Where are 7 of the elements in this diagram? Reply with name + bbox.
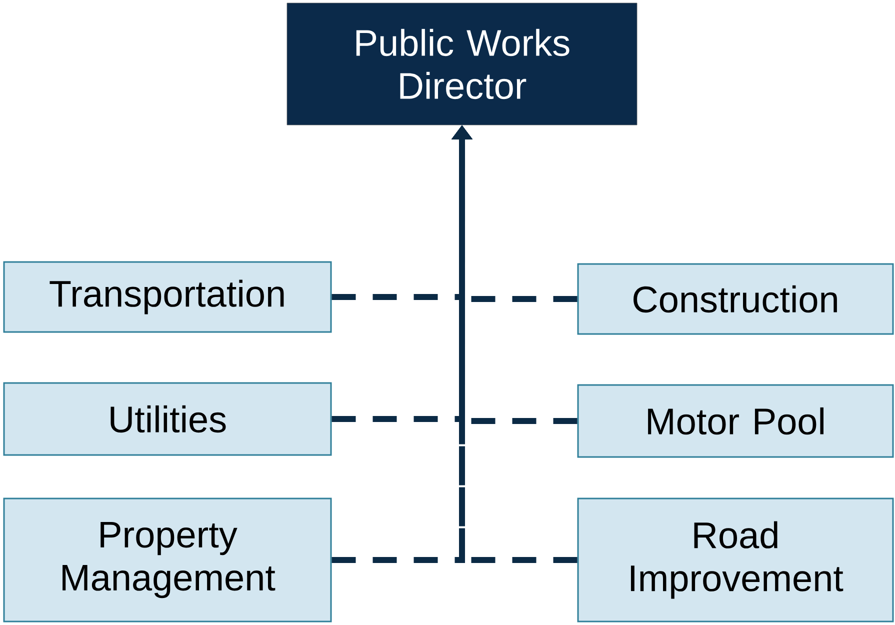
- department-box: Construction: [577, 263, 894, 335]
- department-box: Motor Pool: [577, 384, 894, 458]
- director-box: Public Works Director: [286, 2, 638, 126]
- department-box: Property Management: [3, 498, 332, 622]
- department-box: Road Improvement: [577, 498, 894, 622]
- department-box: Utilities: [3, 382, 332, 456]
- department-box: Transportation: [3, 261, 332, 333]
